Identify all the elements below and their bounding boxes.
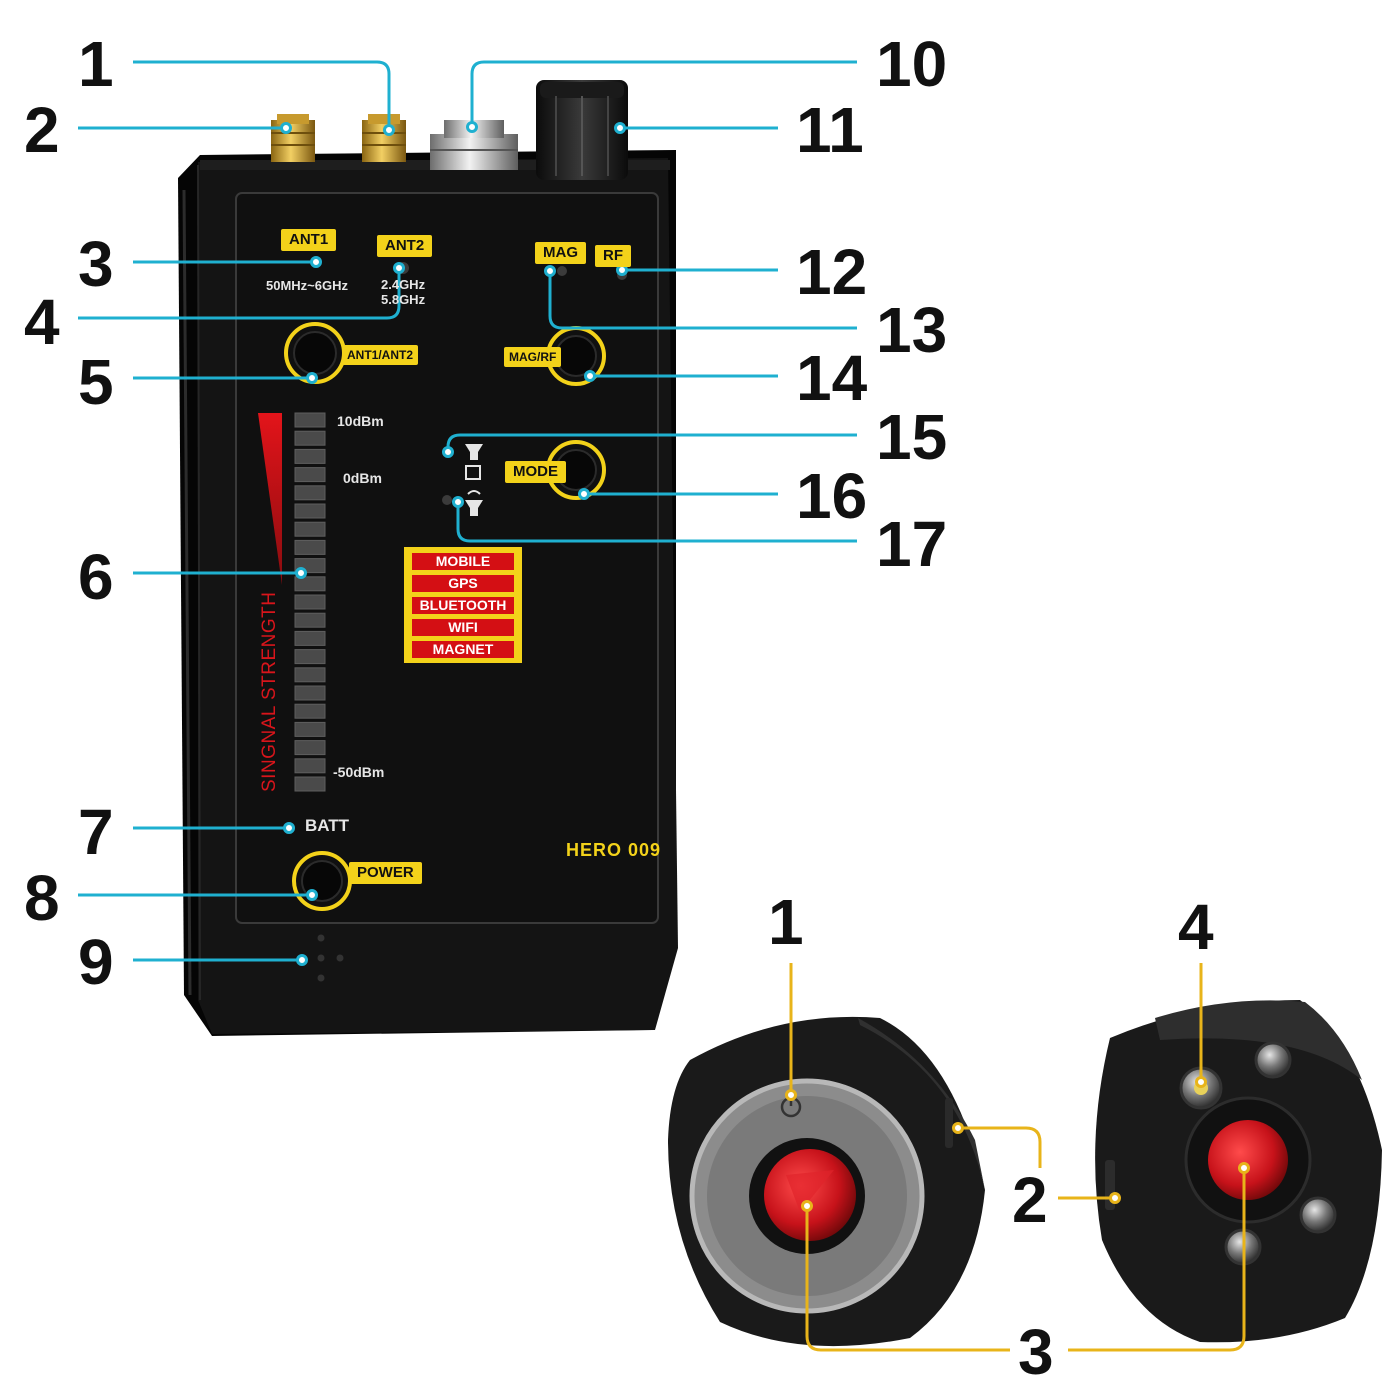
vibrate-icon [465, 444, 483, 460]
callout-number: 1 [768, 886, 804, 958]
mag-led [557, 266, 567, 276]
band-label: MOBILE [412, 553, 514, 570]
lens-finder-front [668, 1016, 985, 1347]
rf-label: RF [595, 245, 631, 267]
callout-number: 5 [78, 346, 114, 418]
signal-triangle [258, 413, 282, 585]
ant2-frequency-1: 2.4GHz [381, 277, 426, 292]
leader-10 [470, 60, 857, 125]
lens-leader-3a [805, 1208, 1010, 1352]
power-button[interactable] [292, 851, 352, 911]
signal-bar-segment [294, 685, 326, 701]
callout-number: 11 [796, 94, 864, 166]
sma-connector-ant1 [271, 114, 315, 162]
signal-bar-segment [294, 448, 326, 464]
scale-top-label: 10dBm [337, 413, 384, 429]
callout-number: 6 [78, 541, 114, 613]
callout-number: 14 [796, 342, 868, 414]
signal-bar-segment [294, 630, 326, 646]
silent-mode-icon [465, 465, 481, 480]
sound-icon [465, 490, 483, 516]
callout-number: 12 [796, 236, 868, 308]
band-label: WIFI [412, 619, 514, 636]
sma-connector-ant2 [362, 114, 406, 162]
callout-number: 4 [24, 286, 60, 358]
signal-bar-segment [294, 758, 326, 774]
leader-4 [78, 268, 401, 320]
ant2-label: ANT2 [377, 235, 433, 257]
scale-bottom-label: -50dBm [333, 764, 385, 780]
battery-label: BATT [305, 816, 350, 835]
signal-bar-segment [294, 412, 326, 428]
signal-bar-segment [294, 430, 326, 446]
probe-connector [430, 120, 518, 170]
signal-bar-segment [294, 740, 326, 756]
callout-number: 3 [78, 228, 114, 300]
callout-number: 1 [78, 28, 114, 100]
ant2-frequency-2: 5.8GHz [381, 292, 426, 307]
signal-bar-segment [294, 539, 326, 555]
scale-mid-label: 0dBm [343, 470, 382, 486]
callout-number: 13 [876, 294, 948, 366]
detection-bands-panel: MOBILE GPS BLUETOOTH WIFI MAGNET [404, 547, 522, 663]
signal-bar-segment [294, 776, 326, 792]
leader-1 [133, 60, 391, 128]
sound-mode-led [442, 495, 452, 505]
signal-bar-segment [294, 721, 326, 737]
callout-number: 4 [1178, 891, 1214, 963]
signal-bar-segment [294, 667, 326, 683]
callout-number: 10 [876, 28, 948, 100]
lens-finder-back [1095, 1000, 1382, 1343]
ant1-label: ANT1 [281, 229, 337, 251]
signal-bar-segment [294, 467, 326, 483]
mag-label: MAG [535, 242, 586, 264]
callout-number: 2 [24, 94, 60, 166]
callout-number: 15 [876, 401, 948, 473]
band-label: GPS [412, 575, 514, 592]
callout-number: 2 [1012, 1164, 1048, 1236]
signal-bar-segment [294, 485, 326, 501]
sensitivity-knob [536, 80, 628, 180]
mode-label: MODE [505, 461, 566, 483]
signal-bar-segment [294, 649, 326, 665]
callout-number: 16 [796, 460, 868, 532]
mag-rf-switch-label: MAG/RF [504, 347, 562, 367]
leader-dots-lens [785, 1076, 1250, 1212]
model-name: HERO 009 [566, 840, 662, 860]
signal-strength-label: SINGNAL STRENGTH [259, 591, 280, 793]
signal-bar-segment [294, 594, 326, 610]
callout-number: 3 [1018, 1316, 1054, 1388]
antenna-switch-label: ANT1/ANT2 [342, 345, 419, 365]
band-label: MAGNET [412, 641, 514, 658]
callout-number: 9 [78, 926, 114, 998]
leader-13 [548, 271, 857, 330]
callout-number: 7 [78, 796, 114, 868]
leader-lines-lens [789, 963, 1246, 1352]
power-label: POWER [349, 862, 422, 884]
band-label: BLUETOOTH [412, 597, 514, 614]
signal-strength-bars [294, 412, 326, 792]
lens-leader-2a [958, 1126, 1042, 1168]
callout-number: 8 [24, 862, 60, 934]
lens-leader-3b [1068, 1170, 1246, 1352]
leader-17 [456, 502, 857, 543]
signal-bar-segment [294, 503, 326, 519]
ant1-frequency-range: 50MHz~6GHz [266, 278, 348, 293]
callout-number: 17 [876, 508, 948, 580]
signal-bar-segment [294, 703, 326, 719]
signal-bar-segment [294, 521, 326, 537]
signal-bar-segment [294, 612, 326, 628]
signal-bar-segment [294, 576, 326, 592]
